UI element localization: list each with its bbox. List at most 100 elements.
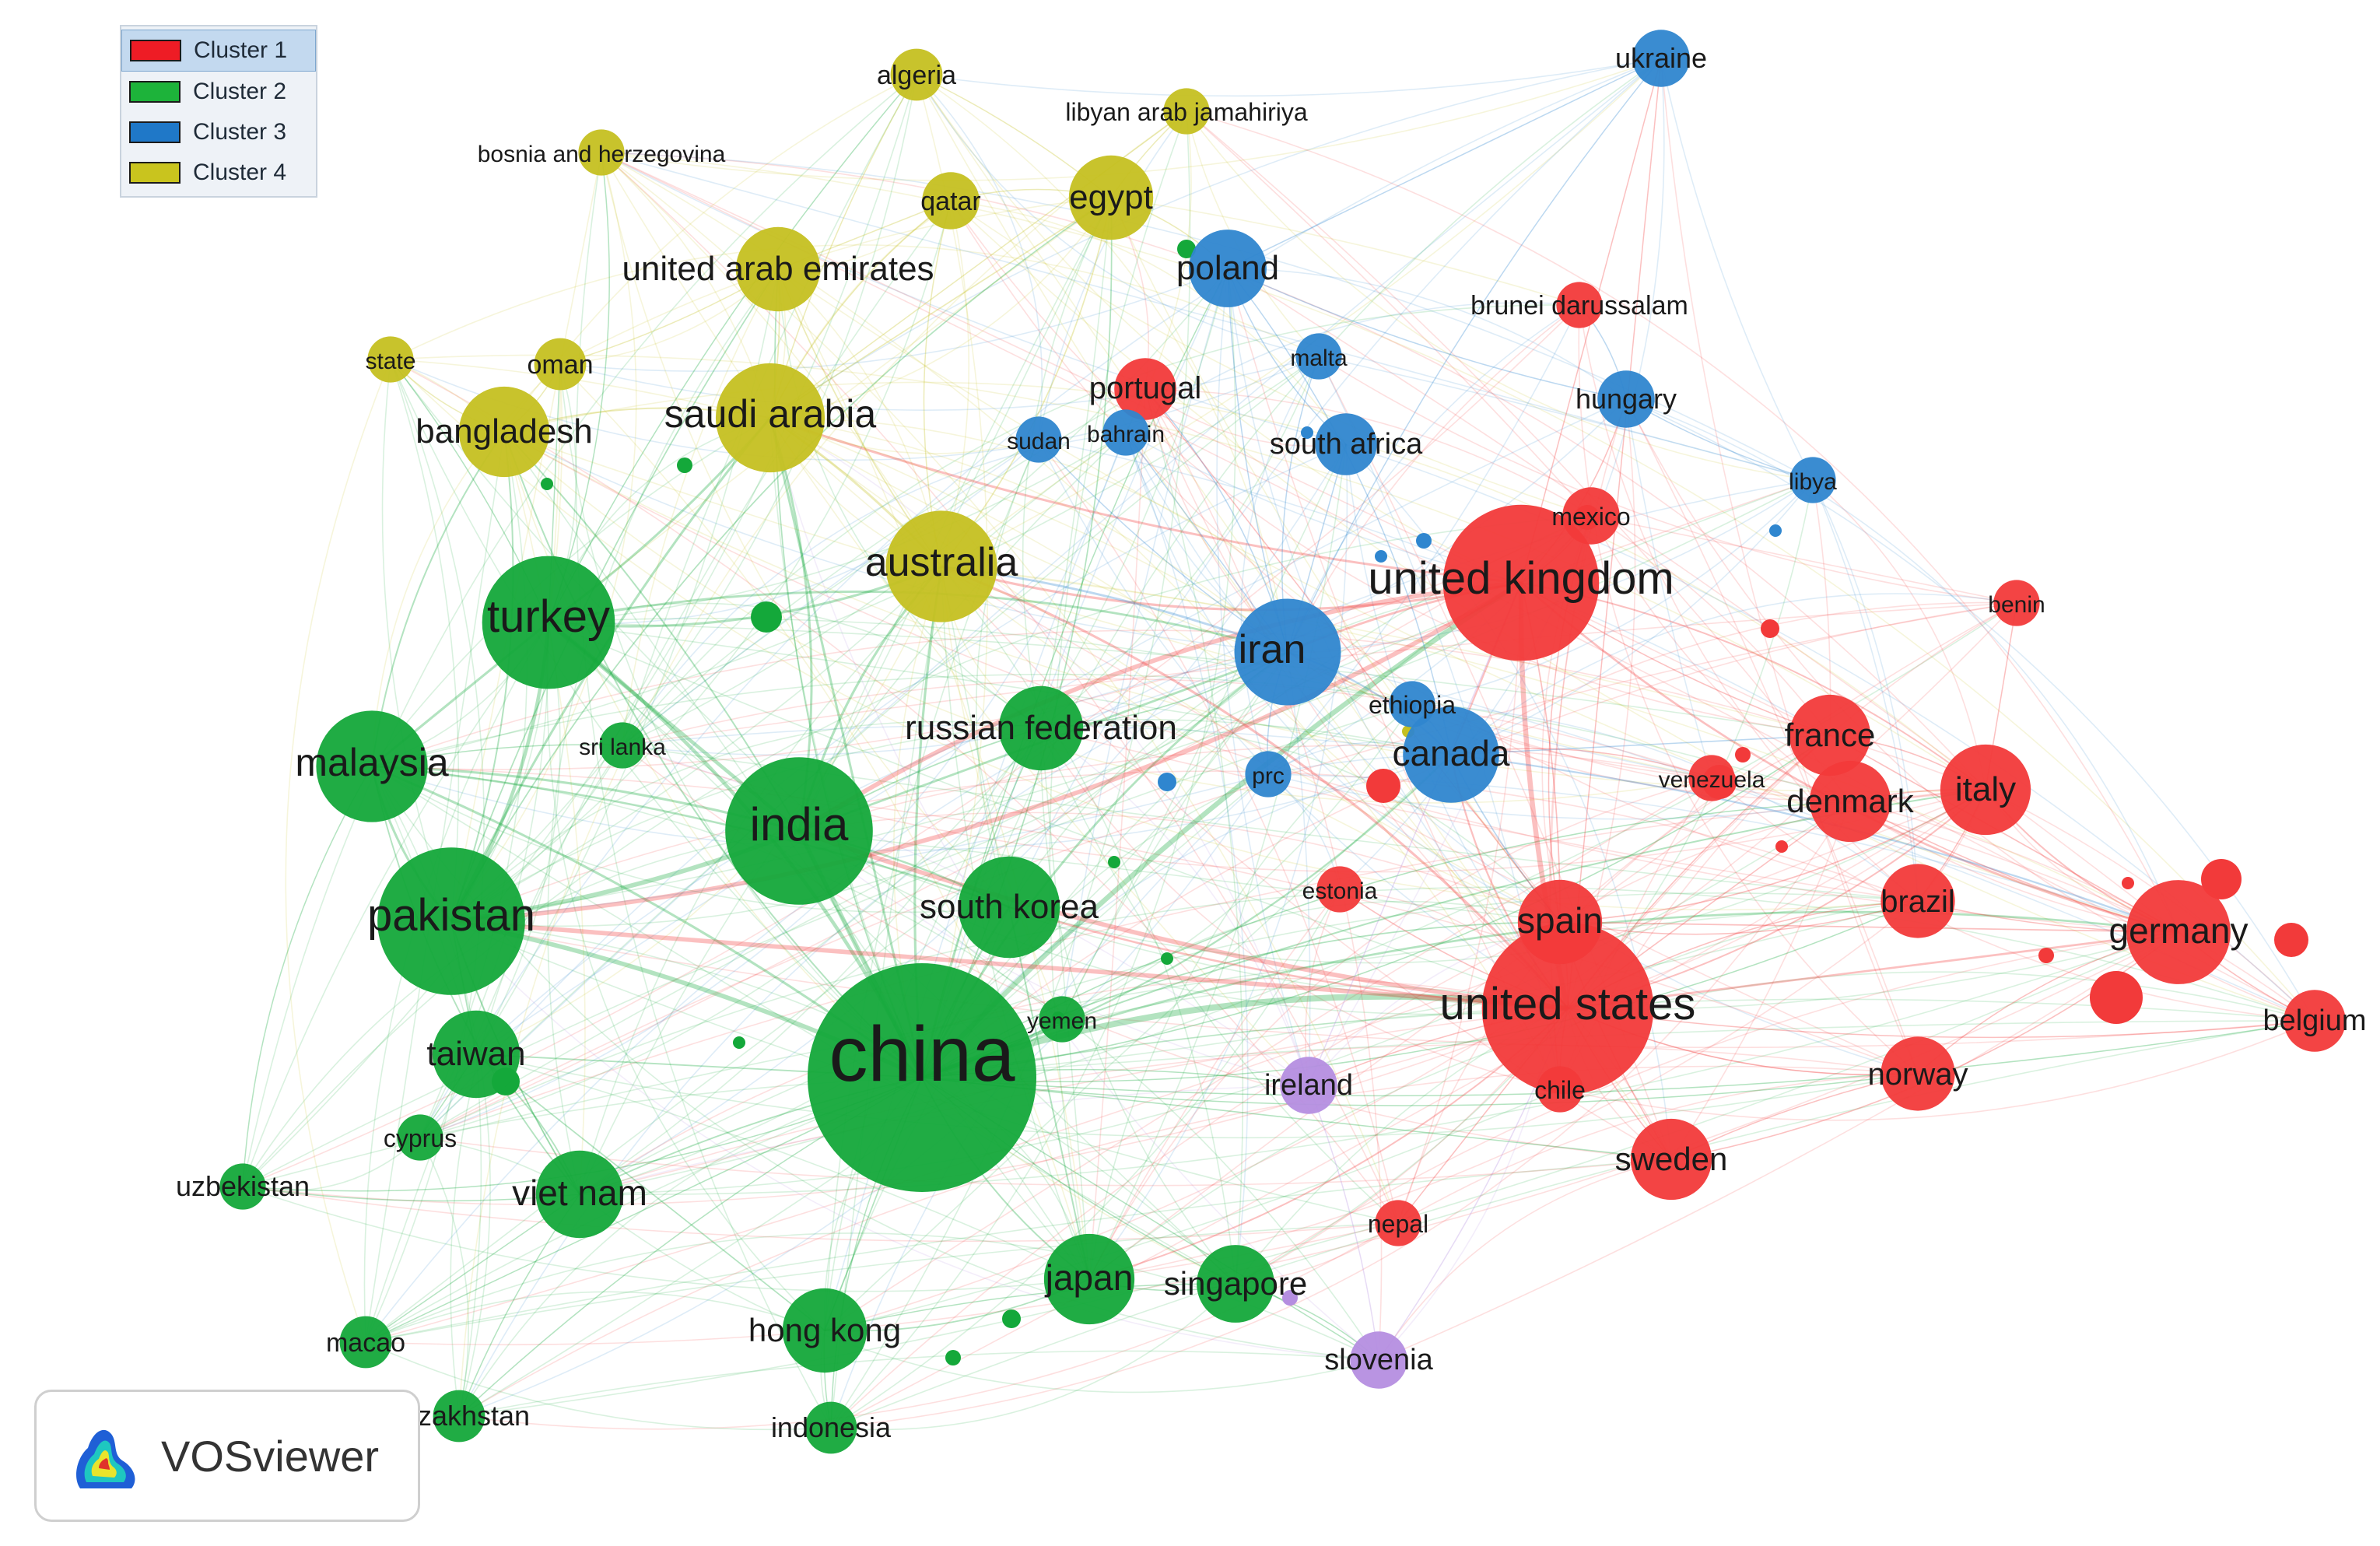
node-kazakhstan[interactable] xyxy=(433,1390,485,1443)
unlabeled-node[interactable] xyxy=(945,1350,961,1365)
link-spain-brazil xyxy=(1559,900,1919,935)
legend-item-cluster-2[interactable]: Cluster 2 xyxy=(121,72,316,112)
unlabeled-node[interactable] xyxy=(1775,840,1788,853)
unlabeled-node[interactable] xyxy=(751,601,782,633)
mesh-link xyxy=(1088,443,1348,1280)
unlabeled-node[interactable] xyxy=(2274,923,2308,957)
unlabeled-node[interactable] xyxy=(2201,859,2242,899)
node-saudi_arabia[interactable] xyxy=(715,363,825,473)
node-malaysia[interactable] xyxy=(316,710,428,822)
unlabeled-node[interactable] xyxy=(1177,240,1196,258)
node-egypt[interactable] xyxy=(1068,155,1154,240)
node-russian_federation[interactable] xyxy=(998,685,1084,771)
node-germany[interactable] xyxy=(2126,880,2231,984)
node-hungary[interactable] xyxy=(1597,370,1655,428)
node-china[interactable] xyxy=(808,963,1036,1192)
node-australia[interactable] xyxy=(885,510,997,622)
node-south_korea[interactable] xyxy=(958,856,1060,959)
unlabeled-node[interactable] xyxy=(2122,877,2134,889)
mesh-link xyxy=(579,892,1919,1195)
node-yemen[interactable] xyxy=(1039,996,1085,1043)
legend-item-cluster-4[interactable]: Cluster 4 xyxy=(121,152,316,193)
node-belgium[interactable] xyxy=(2284,990,2346,1052)
node-italy[interactable] xyxy=(1940,744,2031,836)
node-denmark[interactable] xyxy=(1809,760,1891,843)
node-poland[interactable] xyxy=(1189,230,1267,307)
node-slovenia[interactable] xyxy=(1350,1331,1407,1389)
node-brazil[interactable] xyxy=(1881,864,1955,938)
node-ireland[interactable] xyxy=(1280,1057,1337,1114)
mesh-link xyxy=(1660,58,1919,1074)
node-united_states[interactable] xyxy=(1481,922,1654,1095)
node-norway[interactable] xyxy=(1881,1036,1955,1111)
node-portugal[interactable] xyxy=(1114,358,1176,420)
unlabeled-node[interactable] xyxy=(1301,426,1313,439)
node-libya[interactable] xyxy=(1789,457,1836,503)
unlabeled-node[interactable] xyxy=(1158,773,1176,791)
unlabeled-node[interactable] xyxy=(677,457,692,473)
node-venezuela[interactable] xyxy=(1688,755,1735,801)
node-canada[interactable] xyxy=(1403,706,1499,803)
unlabeled-node[interactable] xyxy=(2090,971,2143,1024)
node-turkey[interactable] xyxy=(482,556,615,689)
node-qatar[interactable] xyxy=(922,172,980,230)
node-sudan[interactable] xyxy=(1015,416,1062,463)
node-malta[interactable] xyxy=(1295,333,1342,380)
unlabeled-node[interactable] xyxy=(1282,1290,1298,1306)
node-bahrain[interactable] xyxy=(1102,409,1149,456)
node-mexico[interactable] xyxy=(1562,487,1620,545)
node-indonesia[interactable] xyxy=(804,1401,857,1454)
vosviewer-wordmark: VOSviewer xyxy=(161,1431,380,1481)
unlabeled-node[interactable] xyxy=(1366,769,1400,803)
mesh-link xyxy=(622,439,1039,746)
node-cyprus[interactable] xyxy=(397,1114,443,1161)
node-libyan_arab_jamahiriya[interactable] xyxy=(1163,88,1210,135)
unlabeled-node[interactable] xyxy=(1108,856,1120,868)
node-ukraine[interactable] xyxy=(1632,30,1690,87)
node-estonia[interactable] xyxy=(1316,866,1363,913)
node-pakistan[interactable] xyxy=(377,847,525,995)
legend-item-cluster-3[interactable]: Cluster 3 xyxy=(121,112,316,152)
node-uzbekistan[interactable] xyxy=(219,1163,266,1210)
node-ethiopia[interactable] xyxy=(1389,681,1435,727)
node-bangladesh[interactable] xyxy=(458,386,550,478)
node-macao[interactable] xyxy=(339,1316,392,1369)
node-spain[interactable] xyxy=(1517,879,1603,965)
node-chile[interactable] xyxy=(1537,1066,1583,1113)
node-taiwan[interactable] xyxy=(432,1010,521,1099)
node-united_kingdom[interactable] xyxy=(1442,504,1600,661)
node-india[interactable] xyxy=(725,757,873,905)
unlabeled-node[interactable] xyxy=(1375,550,1387,563)
node-prc[interactable] xyxy=(1245,751,1292,798)
node-benin[interactable] xyxy=(1993,580,2040,626)
node-japan[interactable] xyxy=(1043,1233,1135,1325)
unlabeled-node[interactable] xyxy=(541,478,553,490)
node-algeria[interactable] xyxy=(890,48,943,101)
node-iran[interactable] xyxy=(1234,598,1341,706)
node-viet_nam[interactable] xyxy=(535,1150,624,1239)
node-united_arab_emirates[interactable] xyxy=(735,226,821,312)
node-brunei_darussalam[interactable] xyxy=(1556,282,1603,328)
unlabeled-node[interactable] xyxy=(2038,948,2054,963)
node-france[interactable] xyxy=(1789,694,1871,777)
node-singapore[interactable] xyxy=(1197,1245,1274,1323)
node-south_africa[interactable] xyxy=(1315,413,1377,475)
unlabeled-node[interactable] xyxy=(1161,952,1173,965)
node-hong_kong[interactable] xyxy=(782,1288,868,1373)
mesh-link xyxy=(371,754,1452,851)
node-sri_lanka[interactable] xyxy=(599,722,646,769)
node-oman[interactable] xyxy=(534,338,587,391)
unlabeled-node[interactable] xyxy=(1761,619,1779,638)
unlabeled-node[interactable] xyxy=(1416,533,1432,549)
node-state[interactable] xyxy=(367,336,414,383)
node-sweden[interactable] xyxy=(1630,1118,1712,1201)
unlabeled-node[interactable] xyxy=(1735,747,1751,762)
unlabeled-node[interactable] xyxy=(1769,524,1782,537)
node-bosnia_and_herzegovina[interactable] xyxy=(578,129,625,176)
node-nepal[interactable] xyxy=(1375,1200,1421,1246)
legend-item-cluster-1[interactable]: Cluster 1 xyxy=(121,30,316,72)
unlabeled-node[interactable] xyxy=(733,1036,745,1049)
unlabeled-node[interactable] xyxy=(1002,1309,1021,1328)
mesh-link xyxy=(941,566,1236,1285)
